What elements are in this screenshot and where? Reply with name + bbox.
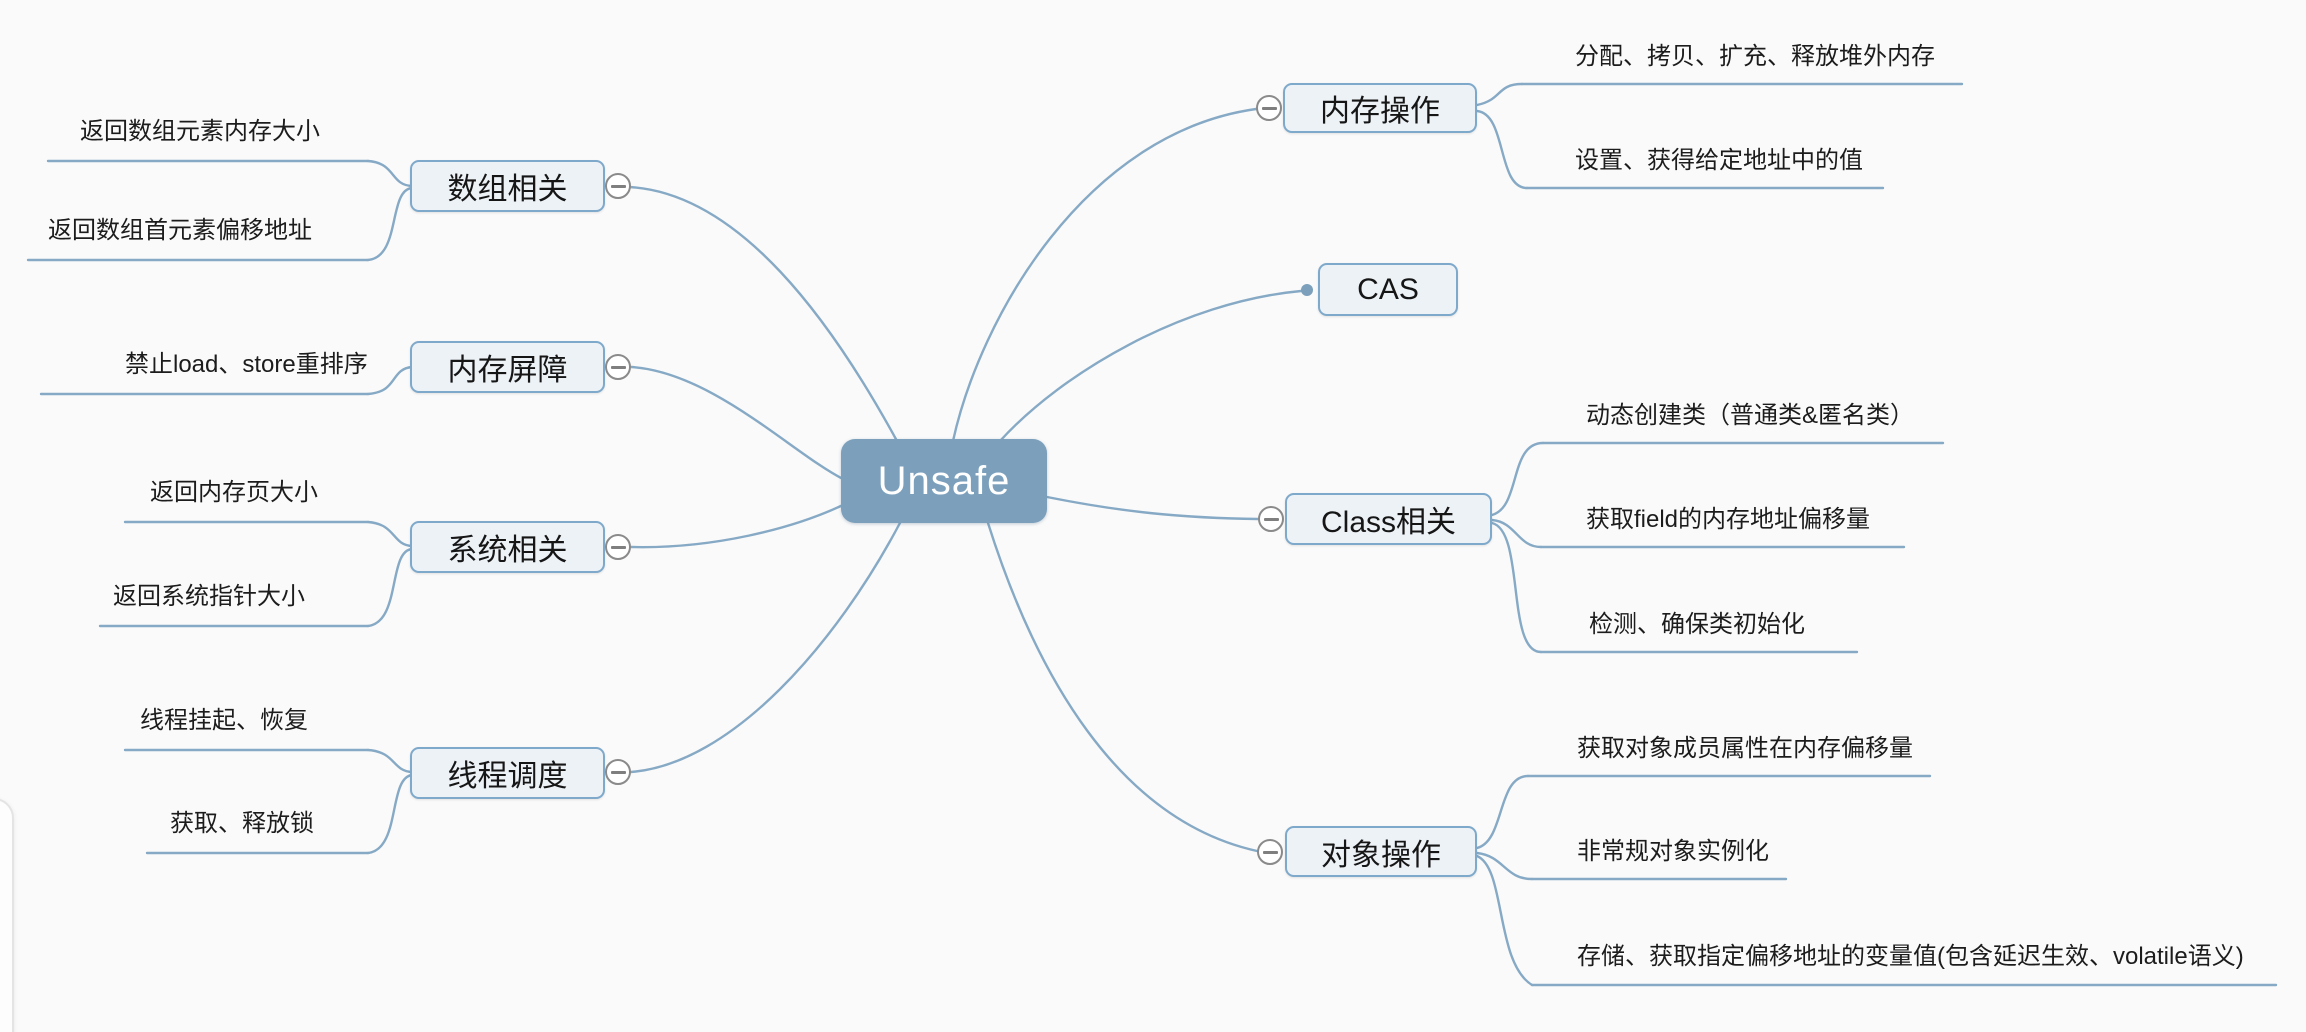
minus-icon [610, 365, 626, 369]
connector-thread-leaf2 [366, 773, 414, 855]
collapse-button-array[interactable] [605, 173, 631, 199]
collapse-button-system[interactable] [605, 534, 631, 560]
minus-icon [1262, 850, 1278, 854]
leaf-allocate-instance[interactable]: 非常规对象实例化 [1577, 838, 1769, 865]
collapse-button-memory[interactable] [1256, 95, 1282, 121]
leaf-field-offset[interactable]: 获取field的内存地址偏移量 [1586, 506, 1871, 533]
leaf-forbid-reorder[interactable]: 禁止load、store重排序 [125, 351, 368, 378]
leaf-park-unpark[interactable]: 线程挂起、恢复 [140, 707, 308, 734]
connector-central-class [1045, 495, 1260, 521]
connector-barrier-leaf1 [366, 365, 414, 396]
connector-class-leaf2 [1490, 518, 1543, 549]
leaf-offheap-memory[interactable]: 分配、拷贝、扩充、释放堆外内存 [1575, 43, 1935, 70]
leaf-get-put-address[interactable]: 设置、获得给定地址中的值 [1575, 147, 1863, 174]
leaf-object-field-offset[interactable]: 获取对象成员属性在内存偏移量 [1577, 735, 1913, 762]
topic-cas[interactable]: CAS [1318, 263, 1458, 316]
connector-central-cas [998, 289, 1303, 443]
connector-class-leaf1 [1490, 441, 1545, 517]
leaf-ensure-class-init[interactable]: 检测、确保类初始化 [1589, 611, 1805, 638]
connector-object-leaf3 [1475, 854, 1534, 987]
floating-topic-partial [0, 798, 14, 1032]
connector-array-leaf1 [366, 159, 414, 188]
connector-object-leaf2 [1475, 851, 1534, 881]
connector-system-leaf2 [366, 547, 414, 628]
connector-memory-leaf1 [1475, 82, 1524, 107]
connector-object-leaf1 [1475, 774, 1530, 850]
topic-system-related[interactable]: 系统相关 [410, 521, 605, 573]
collapse-button-object[interactable] [1257, 839, 1283, 865]
minus-icon [1261, 106, 1277, 110]
minus-icon [1263, 517, 1279, 521]
topic-array-related[interactable]: 数组相关 [410, 160, 605, 212]
topic-thread-scheduling[interactable]: 线程调度 [410, 747, 605, 799]
connector-central-thread [629, 519, 903, 774]
connector-system-leaf1 [366, 520, 414, 548]
minus-icon [610, 770, 626, 774]
connector-array-leaf2 [366, 186, 414, 262]
connector-central-barrier [629, 365, 845, 481]
connector-memory-leaf2 [1475, 109, 1529, 190]
collapse-button-barrier[interactable] [605, 354, 631, 380]
collapse-button-thread[interactable] [605, 759, 631, 785]
leaf-volatile-access[interactable]: 存储、获取指定偏移地址的变量值(包含延迟生效、volatile语义) [1577, 943, 2244, 970]
collapse-button-class[interactable] [1258, 506, 1284, 532]
topic-class-related[interactable]: Class相关 [1285, 493, 1492, 545]
leaf-define-class[interactable]: 动态创建类（普通类&匿名类） [1586, 402, 1915, 429]
leaf-monitor-lock[interactable]: 获取、释放锁 [170, 810, 314, 837]
connector-class-leaf3 [1490, 521, 1543, 654]
central-topic-unsafe[interactable]: Unsafe [841, 439, 1047, 523]
cas-connection-dot-icon [1301, 284, 1313, 296]
leaf-array-elem-size[interactable]: 返回数组元素内存大小 [80, 118, 320, 145]
minus-icon [610, 545, 626, 549]
topic-memory-barrier[interactable]: 内存屏障 [410, 341, 605, 393]
connector-central-array [627, 185, 899, 443]
topic-memory-operations[interactable]: 内存操作 [1283, 83, 1477, 133]
leaf-page-size[interactable]: 返回内存页大小 [150, 479, 318, 506]
connector-central-object [986, 521, 1259, 853]
leaf-pointer-size[interactable]: 返回系统指针大小 [113, 583, 305, 610]
minus-icon [610, 184, 626, 188]
connector-central-system [629, 503, 845, 549]
connector-thread-leaf1 [366, 748, 414, 774]
connector-central-memory [951, 107, 1258, 443]
leaf-array-base-offset[interactable]: 返回数组首元素偏移地址 [48, 217, 312, 244]
topic-object-operations[interactable]: 对象操作 [1285, 826, 1477, 877]
